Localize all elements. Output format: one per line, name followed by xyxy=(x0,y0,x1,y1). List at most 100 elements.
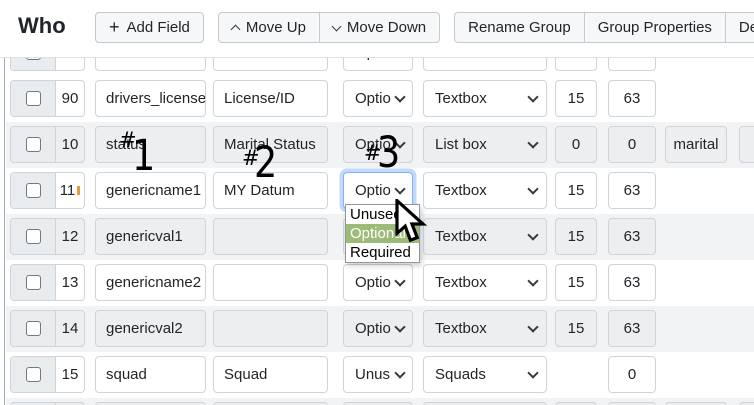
field-label-input[interactable]: License/ID xyxy=(213,80,328,117)
field-label-input[interactable]: S.S.N. xyxy=(213,58,328,71)
size-input[interactable]: 15 xyxy=(555,218,597,255)
type-select[interactable] xyxy=(423,402,547,405)
field-table: 11 ssn S.S.N. Optio Textbox 11 11 90 xyxy=(0,57,754,405)
maxlength-input[interactable] xyxy=(608,402,656,405)
chevron-down-icon xyxy=(394,182,406,195)
row-select-cell: 11 xyxy=(10,172,85,209)
presence-select-value: Optio xyxy=(355,136,391,153)
group-title: Who xyxy=(18,13,66,38)
field-label-input[interactable] xyxy=(213,402,328,405)
maxlength-input[interactable]: 63 xyxy=(608,80,656,117)
rename-group-button[interactable]: Rename Group xyxy=(454,12,585,43)
type-select[interactable]: Textbox xyxy=(423,310,547,347)
field-label-input[interactable]: MY Datum xyxy=(213,172,328,209)
presence-select[interactable]: Optio xyxy=(343,264,413,301)
type-select[interactable]: Textbox xyxy=(423,80,547,117)
field-label-input[interactable]: Squad xyxy=(213,356,328,393)
rename-group-label: Rename Group xyxy=(468,19,571,36)
type-select[interactable]: Textbox xyxy=(423,264,547,301)
row-checkbox[interactable] xyxy=(25,275,41,290)
row-checkbox[interactable] xyxy=(25,91,41,106)
field-id: 90 xyxy=(61,90,79,107)
maxlength-input[interactable]: 11 xyxy=(608,58,656,71)
field-name-input[interactable]: ssn xyxy=(95,58,206,71)
row-select-cell xyxy=(10,402,85,405)
move-down-button[interactable]: Move Down xyxy=(318,12,441,43)
type-select[interactable]: Textbox xyxy=(423,172,547,209)
dropdown-option[interactable]: Unused xyxy=(350,206,402,223)
field-name-input[interactable]: genericname2 xyxy=(95,264,206,301)
add-field-button[interactable]: + Add Field xyxy=(95,12,204,43)
presence-select-value: Optio xyxy=(355,320,391,337)
move-up-button[interactable]: Move Up xyxy=(217,12,320,43)
field-id-cell: 90 xyxy=(56,90,84,107)
size-input[interactable]: 15 xyxy=(555,172,597,209)
presence-select-value: Optio xyxy=(355,90,391,107)
maxlength-input[interactable]: 0 xyxy=(608,126,656,163)
chevron-down-icon xyxy=(331,21,342,31)
group-properties-button[interactable]: Group Properties xyxy=(583,12,726,43)
field-name-input[interactable]: genericval2 xyxy=(95,310,206,347)
row-select-cell: 14 xyxy=(10,310,85,347)
checkbox-cell xyxy=(11,403,56,405)
field-label-input[interactable]: Marital Status xyxy=(213,126,328,163)
size-input[interactable]: 0 xyxy=(555,126,597,163)
type-select[interactable]: List box xyxy=(423,126,547,163)
field-name-input[interactable]: genericname1 xyxy=(95,172,206,209)
list-name-input[interactable]: marital xyxy=(665,126,727,163)
maxlength-input[interactable]: 63 xyxy=(608,310,656,347)
dropdown-option[interactable]: Required xyxy=(350,244,411,261)
field-name-input[interactable]: squad xyxy=(95,356,206,393)
presence-select[interactable]: Optio xyxy=(343,80,413,117)
list-name-input[interactable] xyxy=(665,402,727,405)
type-select[interactable]: Squads xyxy=(423,356,547,393)
checkbox-cell xyxy=(11,311,56,346)
maxlength-input[interactable]: 63 xyxy=(608,264,656,301)
chevron-down-icon xyxy=(527,366,539,379)
field-label-input[interactable] xyxy=(213,310,328,347)
presence-select-value: Optio xyxy=(355,58,391,61)
presence-select[interactable]: Optio xyxy=(343,126,413,163)
presence-select[interactable]: Optio xyxy=(343,58,413,71)
field-label-input[interactable] xyxy=(213,218,328,255)
field-id: 12 xyxy=(61,228,79,245)
presence-select[interactable]: Optio xyxy=(343,310,413,347)
maxlength-input[interactable]: 0 xyxy=(608,356,656,393)
field-name-input[interactable]: genericval1 xyxy=(95,218,206,255)
row-checkbox[interactable] xyxy=(25,321,41,336)
field-label-input[interactable] xyxy=(213,264,328,301)
field-id-cell: 15 xyxy=(56,366,84,383)
table-row: 14 genericval2 Optio Textbox 15 63 xyxy=(6,306,754,352)
size-input[interactable]: 15 xyxy=(555,310,597,347)
mouse-cursor xyxy=(395,199,428,243)
size-input[interactable] xyxy=(555,402,597,405)
presence-select[interactable]: Unus xyxy=(343,356,413,393)
type-select[interactable]: Textbox xyxy=(423,218,547,255)
size-input[interactable]: 11 xyxy=(555,58,597,71)
field-name-input[interactable] xyxy=(95,402,206,405)
field-name-input[interactable]: drivers_license xyxy=(95,80,206,117)
maxlength-input[interactable]: 63 xyxy=(608,218,656,255)
field-id: 11 xyxy=(59,182,76,199)
maxlength-input[interactable]: 63 xyxy=(608,172,656,209)
row-checkbox[interactable] xyxy=(25,58,41,60)
chevron-down-icon xyxy=(527,136,539,149)
delete-group-button[interactable]: Delete Group xyxy=(724,12,754,43)
row-checkbox[interactable] xyxy=(25,183,41,198)
field-name-input[interactable]: status xyxy=(95,126,206,163)
row-checkbox[interactable] xyxy=(25,137,41,152)
chevron-down-icon xyxy=(527,182,539,195)
plus-icon: + xyxy=(109,16,120,37)
type-select[interactable]: Textbox xyxy=(423,58,547,71)
chevron-down-icon xyxy=(527,320,539,333)
size-input[interactable]: 15 xyxy=(555,80,597,117)
size-input[interactable]: 15 xyxy=(555,264,597,301)
group-properties-label: Group Properties xyxy=(597,19,712,36)
presence-select-value: Unus xyxy=(355,366,391,383)
row-checkbox[interactable] xyxy=(25,229,41,244)
presence-select[interactable] xyxy=(343,402,413,405)
move-down-label: Move Down xyxy=(346,19,427,36)
chevron-down-icon xyxy=(394,320,406,333)
row-checkbox[interactable] xyxy=(25,367,41,382)
